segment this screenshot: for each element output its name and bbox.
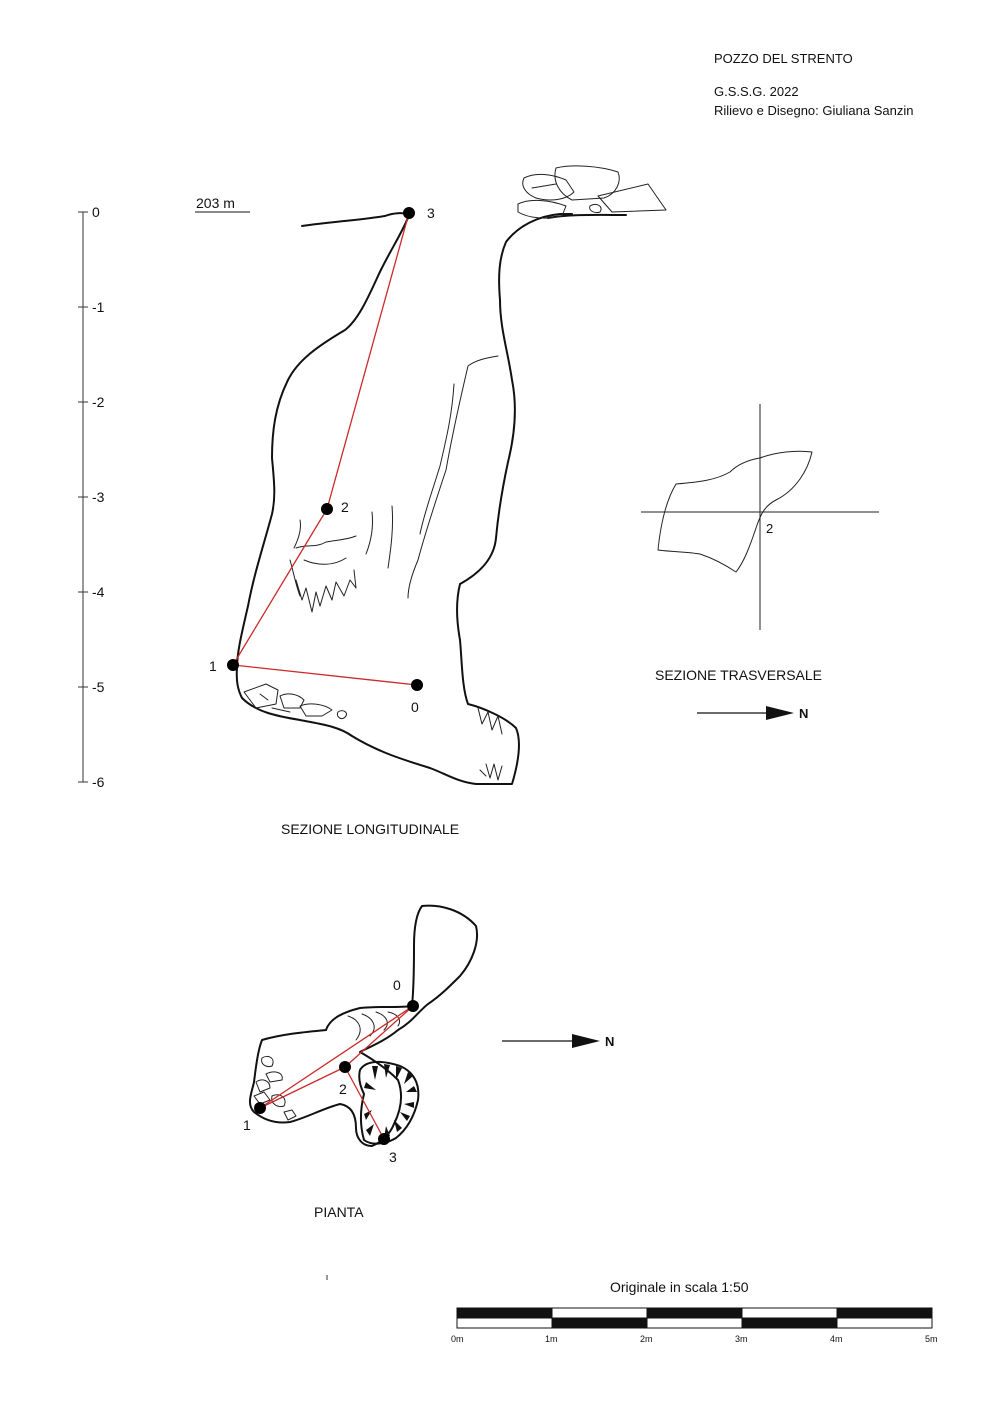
credits: Rilievo e Disegno: Giuliana Sanzin <box>714 103 913 118</box>
station-label: 2 <box>339 1081 347 1097</box>
section-title: PIANTA <box>314 1204 364 1220</box>
station-label: 3 <box>427 205 435 221</box>
station-label: 0 <box>411 699 419 715</box>
survey-polygon <box>227 207 423 691</box>
scale-tick-label: 4m <box>830 1334 843 1344</box>
graphic-scale: Originale in scala 1:50 0m 1m 2m 3m 4m 5… <box>451 1279 938 1344</box>
depth-tick-label: -2 <box>92 394 105 410</box>
survey-station <box>321 503 333 515</box>
transverse-section: 2 SEZIONE TRASVERSALE N <box>641 404 879 721</box>
section-title: SEZIONE LONGITUDINALE <box>281 821 459 837</box>
floor-detail <box>347 1011 401 1041</box>
longitudinal-section: 3 2 1 0 SEZIONE LONGITUDINALE <box>209 165 667 837</box>
survey-station <box>411 679 423 691</box>
survey-station <box>403 207 415 219</box>
survey-polygon <box>254 1000 419 1145</box>
inner-wall-line <box>407 355 499 599</box>
floor-rubble <box>243 683 347 719</box>
plan-view: 0 1 2 3 N PIANTA <box>243 904 614 1220</box>
pit-hachures <box>364 1064 417 1138</box>
depth-tick-label: -5 <box>92 679 105 695</box>
depth-scale: 0 -1 -2 -3 -4 -5 -6 203 m <box>78 195 250 790</box>
depth-tick-label: -6 <box>92 774 105 790</box>
scale-caption: Originale in scala 1:50 <box>610 1279 749 1295</box>
depth-tick-label: -3 <box>92 489 105 505</box>
survey-station <box>407 1000 419 1012</box>
section-title: SEZIONE TRASVERSALE <box>655 667 822 683</box>
scale-tick-label: 2m <box>640 1334 653 1344</box>
scale-tick-label: 3m <box>735 1334 748 1344</box>
cave-outline <box>248 904 478 1147</box>
station-label: 1 <box>209 658 217 674</box>
cave-name: POZZO DEL STRENTO <box>714 51 853 66</box>
entrance-boulders <box>517 165 667 219</box>
depth-tick-label: 0 <box>92 204 100 220</box>
station-label: 2 <box>766 521 773 536</box>
survey-station <box>254 1102 266 1114</box>
group-year: G.S.S.G. 2022 <box>714 84 799 99</box>
survey-station <box>339 1061 351 1073</box>
scale-tick-label: 0m <box>451 1334 464 1344</box>
concretion-drawing <box>289 511 373 613</box>
survey-station <box>378 1133 390 1145</box>
cave-outline <box>235 212 573 785</box>
altitude-label: 203 m <box>196 195 235 211</box>
station-label: 2 <box>341 499 349 515</box>
north-label: N <box>799 706 808 721</box>
station-label: 3 <box>389 1149 397 1165</box>
inner-wall-line <box>387 505 393 569</box>
title-block: POZZO DEL STRENTO G.S.S.G. 2022 Rilievo … <box>714 51 913 118</box>
scale-tick-label: 1m <box>545 1334 558 1344</box>
north-label: N <box>605 1034 614 1049</box>
station-label: 0 <box>393 977 401 993</box>
cross-section-outline <box>657 450 813 573</box>
north-arrow <box>697 706 794 720</box>
scale-tick-label: 5m <box>925 1334 938 1344</box>
inner-wall-line <box>419 383 455 535</box>
depth-tick-label: -1 <box>92 299 105 315</box>
pit-outline <box>358 1060 420 1145</box>
survey-station <box>227 659 239 671</box>
depth-tick-label: -4 <box>92 584 105 600</box>
north-arrow <box>502 1034 600 1048</box>
concretion-drawing <box>477 707 503 781</box>
station-label: 1 <box>243 1117 251 1133</box>
